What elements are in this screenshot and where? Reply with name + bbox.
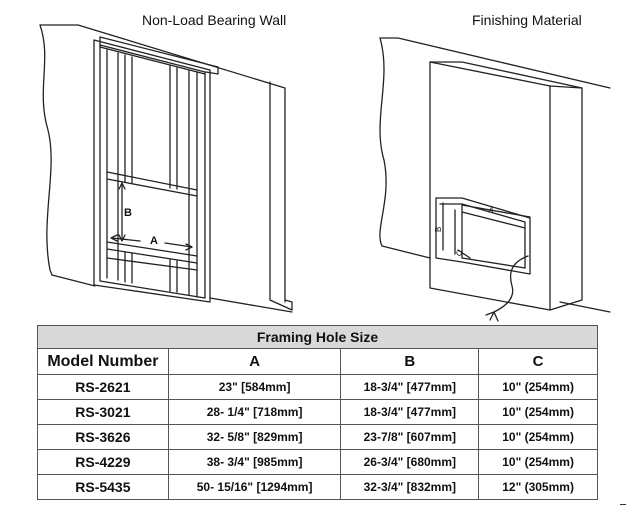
header-b: B [340,348,480,375]
table-row: RS-5435 50- 15/16" [1294mm] 32-3/4" [832… [37,474,598,500]
header-model-number: Model Number [37,348,169,375]
right-dimension-b-label: B [434,227,443,232]
model-cell: RS-3021 [37,399,169,425]
table-row: RS-3021 28- 1/4" [718mm] 18-3/4" [477mm]… [37,399,598,425]
a-cell: 50- 15/16" [1294mm] [167,474,342,500]
left-figure-caption: Non-Load Bearing Wall [142,12,287,28]
model-cell: RS-2621 [37,374,169,400]
right-wall-drawing [379,37,611,322]
framing-illustrations: B A A B C [39,24,611,322]
b-cell: 26-3/4" [680mm] [340,449,480,475]
c-cell: 12" (305mm) [478,474,598,500]
right-figure-caption: Finishing Material [472,12,582,28]
a-cell: 32- 5/8" [829mm] [167,424,342,450]
b-cell: 32-3/4" [832mm] [340,474,480,500]
right-dimension-c-label: C [454,248,465,259]
b-cell: 23-7/8" [607mm] [340,424,480,450]
left-dimension-a-label: A [150,235,158,247]
table-row: RS-2621 23" [584mm] 18-3/4" [477mm] 10" … [37,374,598,400]
left-wall-drawing [39,24,293,313]
c-cell: 10" (254mm) [478,374,598,400]
a-cell: 28- 1/4" [718mm] [167,399,342,425]
c-cell: 10" (254mm) [478,399,598,425]
c-cell: 10" (254mm) [478,449,598,475]
b-cell: 18-3/4" [477mm] [340,374,480,400]
table-title: Framing Hole Size [37,325,598,349]
table-row: RS-4229 38- 3/4" [985mm] 26-3/4" [680mm]… [37,449,598,475]
a-cell: 38- 3/4" [985mm] [167,449,342,475]
table-row: RS-3626 32- 5/8" [829mm] 23-7/8" [607mm]… [37,424,598,450]
model-cell: RS-3626 [37,424,169,450]
header-c: C [478,348,598,375]
model-cell: RS-4229 [37,449,169,475]
page-dash [620,504,626,505]
header-a: A [167,348,342,375]
left-dimension-b-label: B [124,207,132,219]
b-cell: 18-3/4" [477mm] [340,399,480,425]
c-cell: 10" (254mm) [478,424,598,450]
model-cell: RS-5435 [37,474,169,500]
framing-hole-size-table: Framing Hole Size Model Number A B C RS-… [37,325,598,500]
right-dimension-a-label: A [488,205,496,215]
a-cell: 23" [584mm] [167,374,342,400]
